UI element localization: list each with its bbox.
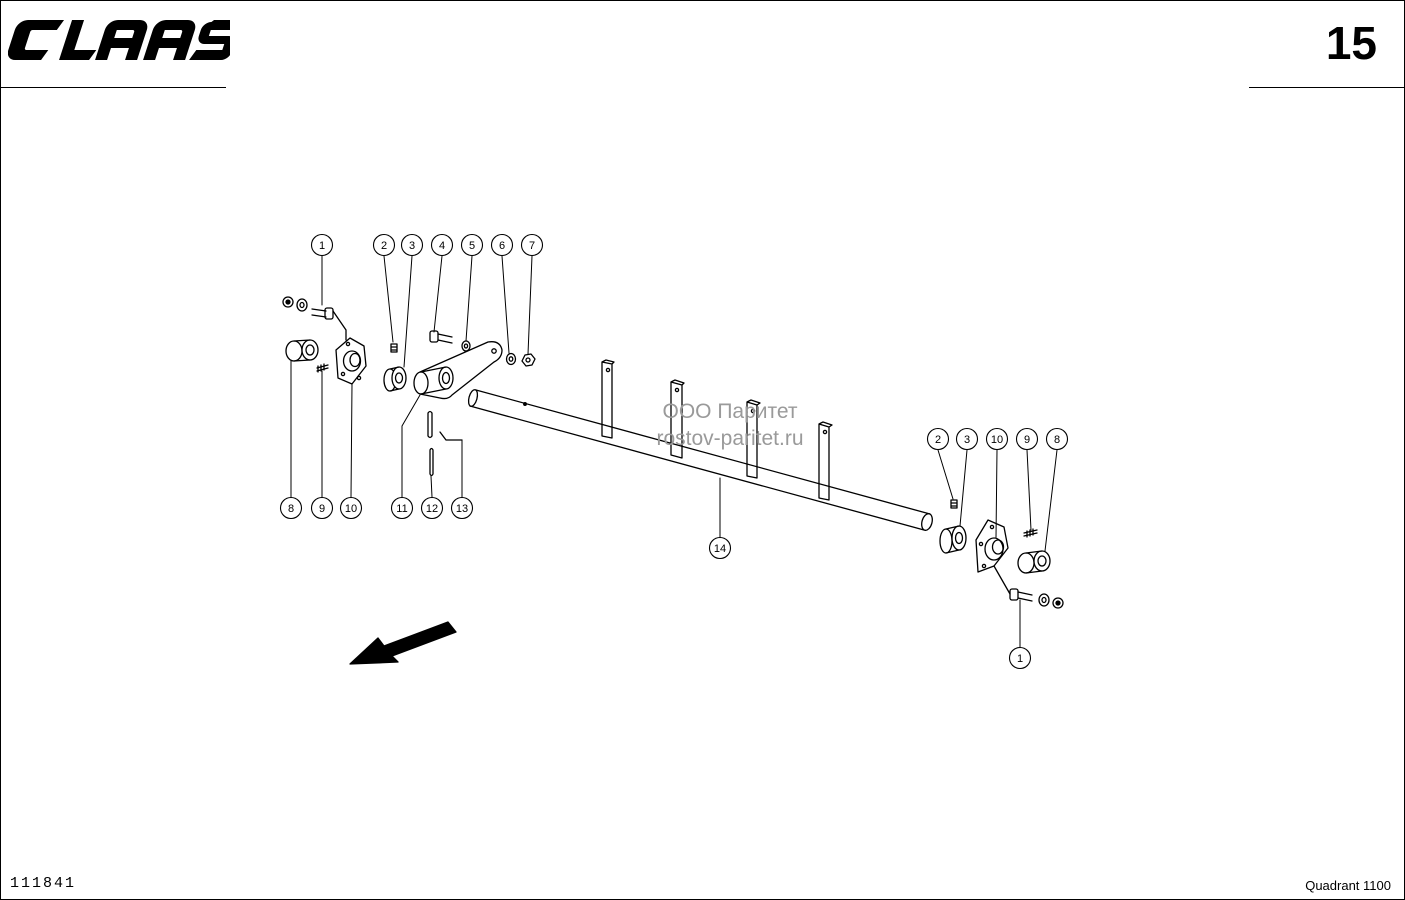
right-inner-bushing (939, 525, 967, 554)
callout-left-bottom-11: 11 (390, 496, 414, 520)
svg-text:6: 6 (499, 240, 505, 252)
main-shaft (467, 359, 933, 531)
claas-logo (8, 20, 230, 60)
right-grease-pin (1023, 528, 1038, 538)
right-bushing (1017, 550, 1051, 574)
svg-text:1: 1 (1017, 653, 1023, 665)
callout-left-top-1: 1 (310, 233, 334, 257)
watermark-url: rostov-paritet.ru (656, 427, 804, 450)
svg-text:1: 1 (319, 240, 325, 252)
model-name: Quadrant 1100 (1305, 878, 1391, 893)
right-bolt-set (993, 565, 1064, 609)
roll-pins (427, 410, 463, 477)
svg-text:2: 2 (935, 434, 941, 446)
leader-lines (290, 255, 1058, 648)
callout-left-bottom-12: 12 (420, 496, 444, 520)
svg-text:4: 4 (439, 240, 445, 252)
svg-text:2: 2 (381, 240, 387, 252)
callout-right-top-9: 9 (1015, 427, 1039, 451)
svg-text:7: 7 (529, 240, 535, 252)
arm-bolt (429, 330, 453, 344)
svg-text:3: 3 (409, 240, 415, 252)
callout-left-bottom-9: 9 (310, 496, 334, 520)
svg-text:10: 10 (991, 434, 1003, 446)
callout-right-top-10: 10 (985, 427, 1009, 451)
callout-left-bottom-10: 10 (339, 496, 363, 520)
page-number-underline (1249, 87, 1405, 88)
page-number: 15 (1325, 17, 1377, 69)
watermark: ООО Паритет rostov-paritet.ru (560, 398, 900, 452)
svg-text:10: 10 (345, 503, 357, 515)
callout-left-bottom-8: 8 (279, 496, 303, 520)
left-bushing (285, 339, 319, 362)
svg-text:11: 11 (396, 503, 407, 515)
callout-left-top-4: 4 (430, 233, 454, 257)
left-grease-pin (316, 363, 329, 373)
right-flange-bearing (975, 519, 1009, 573)
svg-text:8: 8 (1054, 434, 1060, 446)
svg-text:9: 9 (1024, 434, 1030, 446)
callout-left-bottom-13: 13 (450, 496, 474, 520)
svg-text:5: 5 (469, 240, 475, 252)
callout-left-top-5: 5 (460, 233, 484, 257)
callout-shaft-14: 14 (708, 536, 732, 560)
svg-text:14: 14 (714, 543, 726, 555)
svg-text:3: 3 (964, 434, 970, 446)
callout-right-top-8: 8 (1045, 427, 1069, 451)
tine-brackets (601, 359, 833, 501)
svg-text:9: 9 (319, 503, 325, 515)
lever-arm (413, 341, 503, 400)
left-inner-bushing (383, 366, 407, 392)
logo-underline (0, 87, 226, 88)
arm-washer-2 (505, 352, 517, 366)
callout-left-top-7: 7 (520, 233, 544, 257)
svg-text:8: 8 (288, 503, 294, 515)
right-grease-nipple (950, 499, 958, 509)
callout-right-top-2: 2 (926, 427, 950, 451)
watermark-company: ООО Паритет (662, 400, 798, 423)
callout-right-top-3: 3 (955, 427, 979, 451)
arm-nut (521, 353, 536, 367)
callout-left-top-6: 6 (490, 233, 514, 257)
callout-right-bottom-1: 1 (1008, 646, 1032, 670)
callout-left-top-2: 2 (372, 233, 396, 257)
svg-text:12: 12 (426, 503, 438, 515)
callout-left-top-3: 3 (400, 233, 424, 257)
direction-arrow-icon (349, 621, 457, 665)
left-grease-nipple (390, 343, 398, 353)
left-bolt-set (282, 296, 347, 341)
drawing-number: 111841 (10, 875, 77, 892)
arm-washer (461, 340, 471, 352)
left-flange-bearing (335, 337, 367, 385)
svg-text:13: 13 (456, 503, 468, 515)
